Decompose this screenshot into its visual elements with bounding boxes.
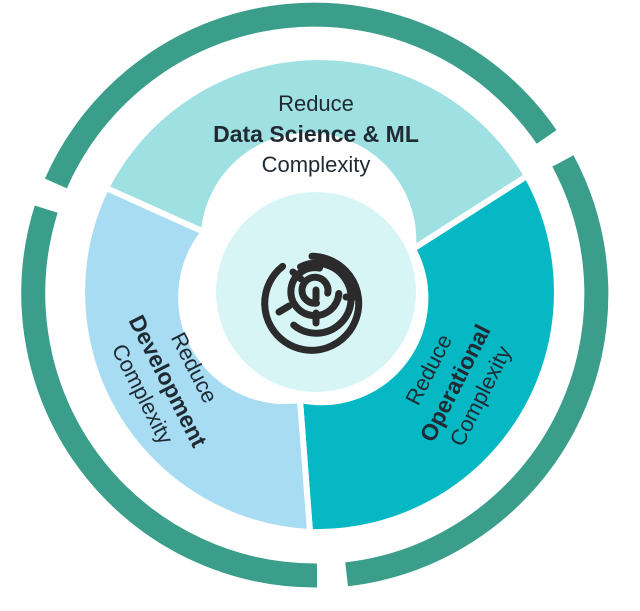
outer-ring-arc-right [345, 155, 609, 587]
segment-left [79, 185, 313, 535]
maze-icon [261, 252, 363, 354]
segment-top-line1: Reduce [278, 91, 354, 116]
outer-ring-arc-top [44, 2, 557, 189]
outer-ring [21, 2, 609, 588]
segments [79, 54, 560, 536]
outer-ring-arc-left [21, 205, 318, 588]
segment-right [297, 173, 560, 536]
segment-top-line2: Data Science & ML [213, 121, 419, 147]
segment-top-line3: Complexity [262, 152, 371, 177]
